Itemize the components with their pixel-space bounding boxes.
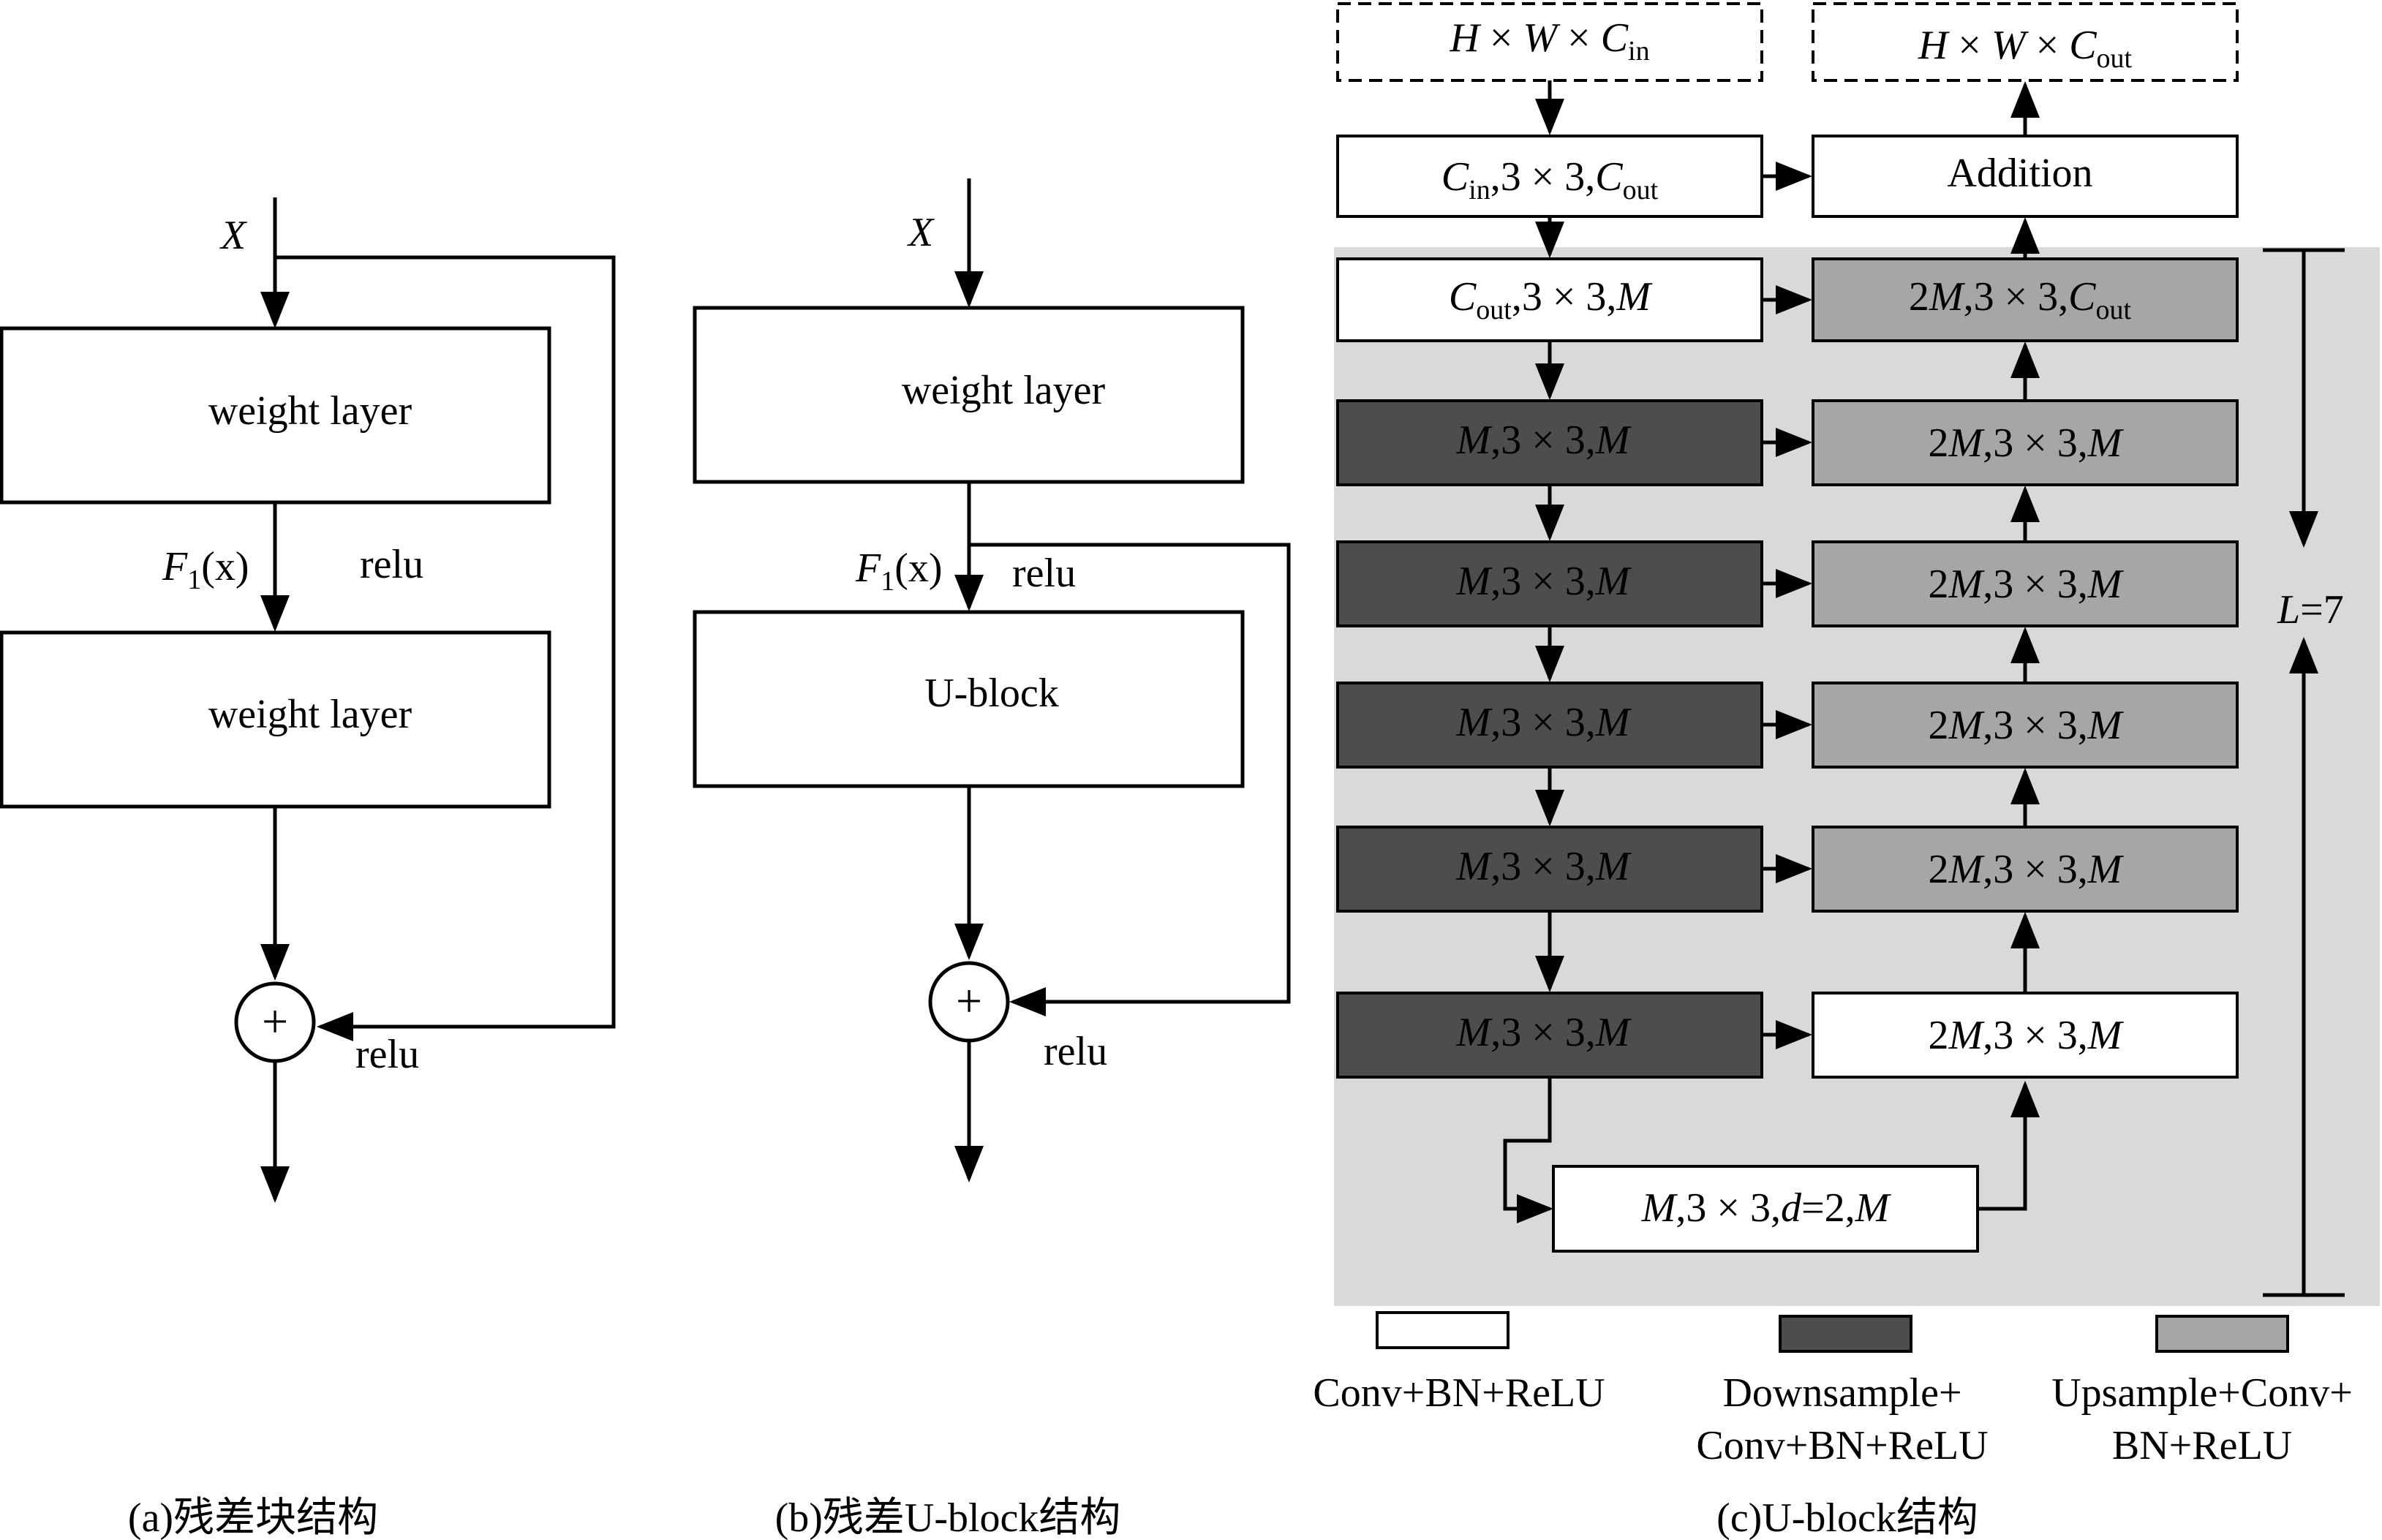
panel-c-addition-block <box>1812 135 2239 218</box>
legend-label-conv: Conv+BN+ReLU <box>1313 1370 1605 1416</box>
panel-a-weight-layer-2 <box>0 630 551 809</box>
panel-a-f1-label: F1(x) <box>162 544 249 595</box>
panel-c-decoder-block-6 <box>1812 992 2239 1079</box>
panel-a-residual-block: X weight layer F1(x) relu weight layer +… <box>0 197 616 1203</box>
panel-b-relu-label-2: relu <box>1044 1029 1107 1074</box>
panel-c-encoder-block-3 <box>1336 540 1763 627</box>
legend-label-upsample-1: Upsample+Conv+ <box>2051 1370 2353 1416</box>
panel-c-decoder-block-3 <box>1812 540 2239 627</box>
panel-c-addition-label: Addition <box>1947 151 2092 196</box>
panel-c-decoder-block-4-label: 2M,3 × 3,M <box>1929 703 2125 748</box>
legend-swatch-upsample <box>2155 1315 2289 1353</box>
panel-c-encoder-block-3-label: M,3 × 3,M <box>1456 559 1632 604</box>
panel-c-encoder-block-4-label: M,3 × 3,M <box>1456 700 1632 745</box>
panel-b-skip-connection <box>969 543 1291 1016</box>
panel-c-to-bottom-arrow <box>1503 1077 1553 1223</box>
caption-b: (b)残差U-block结构 <box>775 1495 1121 1540</box>
panel-c-input-tensor-label: H × W × Cin <box>1449 15 1649 67</box>
panel-b-residual-ublock: X weight layer F1(x) relu U-block + relu <box>693 178 1291 1182</box>
panel-a-weight-layer-1-label: weight layer <box>208 388 412 434</box>
panel-c-output-tensor-box <box>1812 2 2239 82</box>
panel-c-ublock-structure: H × W × Cin H × W × Cout Cin,3 × 3,Cout … <box>1313 2 2380 1468</box>
panel-b-weight-layer-label: weight layer <box>902 368 1106 413</box>
panel-b-ublock-label: U-block <box>924 671 1059 716</box>
panel-c-encoder-block-4 <box>1336 682 1763 769</box>
panel-c-encoder-block-1-label: Cout,3 × 3,M <box>1449 274 1654 325</box>
panel-c-encoder-block-1 <box>1336 257 1763 342</box>
panel-b-relu-label-1: relu <box>1012 551 1076 596</box>
legend-swatch-conv <box>1376 1311 1510 1349</box>
panel-c-encoder-block-6-label: M,3 × 3,M <box>1456 1010 1632 1055</box>
panel-a-skip-connection <box>275 255 616 1041</box>
panel-b-input-label: X <box>907 210 935 255</box>
panel-c-bottom-dilated-label: M,3 × 3,d=2,M <box>1641 1185 1892 1231</box>
panel-c-encoder-block-5 <box>1336 826 1763 913</box>
panel-c-depth-label: L=7 <box>2277 587 2344 633</box>
caption-c: (c)U-block结构 <box>1716 1495 1978 1540</box>
legend-label-downsample-1: Downsample+ <box>1722 1370 1961 1416</box>
panel-c-output-tensor-label: H × W × Cout <box>1918 23 2133 74</box>
panel-a-input-label: X <box>219 213 248 258</box>
panel-c-decoder-block-1 <box>1812 257 2239 342</box>
panel-c-decoder-block-5 <box>1812 826 2239 913</box>
panel-c-conv-in-label: Cin,3 × 3,Cout <box>1441 154 1659 205</box>
panel-a-weight-layer-2-label: weight layer <box>208 692 412 737</box>
legend-label-downsample-2: Conv+BN+ReLU <box>1696 1423 1988 1468</box>
panel-b-f1-label: F1(x) <box>855 546 943 597</box>
caption-a: (a)残差块结构 <box>128 1495 378 1540</box>
panel-c-conv-in-block <box>1336 135 1763 218</box>
panel-c-from-bottom-arrow <box>1978 1081 2040 1211</box>
panel-c-decoder-block-2-label: 2M,3 × 3,M <box>1929 420 2125 466</box>
panel-c-decoder-block-5-label: 2M,3 × 3,M <box>1929 847 2125 892</box>
panel-a-relu-label-1: relu <box>360 542 423 587</box>
panel-c-levels: M,3 × 3,M 2M,3 × 3,M M,3 × 3,M 2M,3 × 3,M M,… <box>1336 341 2239 1079</box>
panel-c-input-tensor-box <box>1336 2 1763 82</box>
legend-label-upsample-2: BN+ReLU <box>2112 1423 2292 1468</box>
panel-c-encoder-block-2-label: M,3 × 3,M <box>1456 418 1632 463</box>
panel-c-decoder-block-1-label: 2M,3 × 3,Cout <box>1909 274 2132 325</box>
panel-a-sum-symbol: + <box>262 995 288 1047</box>
panel-c-decoder-block-2 <box>1812 399 2239 486</box>
panel-a-relu-label-2: relu <box>355 1032 419 1077</box>
panel-b-sum-symbol: + <box>956 975 982 1027</box>
panel-c-decoder-block-6-label: 2M,3 × 3,M <box>1929 1013 2125 1058</box>
panel-b-ublock <box>693 610 1245 788</box>
legend-swatch-downsample <box>1779 1315 1912 1353</box>
panel-a-weight-layer-1 <box>0 326 551 505</box>
panel-c-encoder-block-5-label: M,3 × 3,M <box>1456 844 1632 889</box>
panel-c-decoder-block-3-label: 2M,3 × 3,M <box>1929 562 2125 607</box>
panel-c-bottom-dilated-block <box>1552 1165 1979 1253</box>
panel-c-decoder-block-4 <box>1812 682 2239 769</box>
